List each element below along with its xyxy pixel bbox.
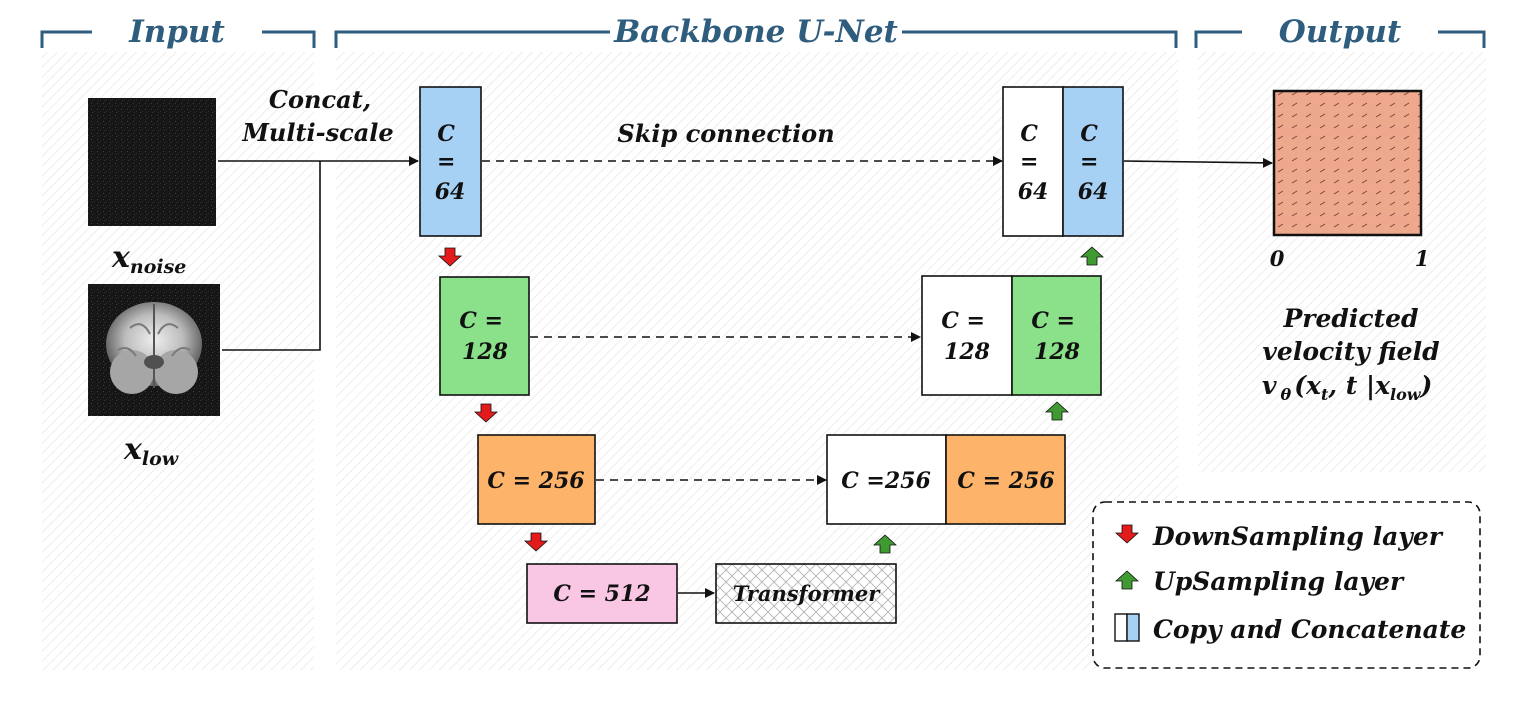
backbone-header-bracket — [334, 30, 1178, 48]
svg-text:C = 256: C = 256 — [487, 468, 584, 494]
legend-concat-icon — [1114, 613, 1140, 642]
legend-up-arrow-icon — [1114, 570, 1140, 590]
velocity-axis-max: 1 — [1415, 246, 1430, 271]
down-arrow-icon — [523, 532, 549, 552]
encoder-block-256: C = 256 — [477, 434, 596, 525]
transformer-block: Transformer — [715, 563, 897, 624]
svg-text:C =256: C =256 — [841, 468, 931, 494]
up-arrow-icon — [1079, 246, 1105, 266]
low-res-mri-image — [88, 284, 220, 416]
legend-down-label: DownSampling layer — [1152, 522, 1444, 551]
output-section-title: Output — [1279, 14, 1402, 50]
decoder-to-output-arrow — [1123, 157, 1273, 168]
noise-image — [88, 98, 216, 226]
down-arrow-icon — [473, 403, 499, 423]
backbone-section-title: Backbone U-Net — [613, 14, 898, 50]
down-arrow-icon — [437, 247, 463, 267]
encoder-block-128: C = 128 — [439, 276, 530, 396]
output-caption-line2: velocity field — [1262, 337, 1439, 366]
svg-text:C = 64: C = 64 — [1018, 121, 1049, 205]
up-arrow-icon — [1044, 401, 1070, 421]
output-header-bracket — [1194, 30, 1486, 48]
concat-label-line2: Multi-scale — [241, 118, 393, 147]
svg-text:C = 128: C = 128 — [941, 308, 992, 365]
input-header-bracket — [40, 30, 316, 48]
up-arrow-icon — [872, 534, 898, 554]
svg-text:C = 512: C = 512 — [553, 581, 650, 607]
decoder-block-256: C =256 C = 256 — [826, 434, 1066, 525]
velocity-axis-min: 0 — [1270, 246, 1285, 271]
legend-up-label: UpSampling layer — [1153, 567, 1405, 596]
bottleneck-block-512: C = 512 — [526, 563, 678, 624]
input-section-title: Input — [128, 14, 225, 50]
decoder-block-128: C = 128 C = 128 — [921, 275, 1102, 396]
svg-text:C = 256: C = 256 — [957, 468, 1054, 494]
legend-down-arrow-icon — [1114, 524, 1140, 544]
x-low-label: xlow — [123, 432, 179, 470]
output-caption-line1: Predicted — [1282, 304, 1418, 333]
x-noise-label: xnoise — [111, 240, 186, 278]
svg-text:C = 64: C = 64 — [1078, 121, 1109, 205]
velocity-field-image — [1272, 89, 1423, 237]
svg-text:C = 128: C = 128 — [459, 308, 510, 365]
svg-text:C = 64: C = 64 — [435, 121, 466, 205]
concat-label-line1: Concat, — [269, 85, 371, 114]
decoder-block-64: C = 64 C = 64 — [1002, 86, 1124, 237]
legend-concat-label: Copy and Concatenate — [1153, 615, 1466, 644]
legend-box — [1092, 501, 1481, 669]
svg-text:C = 128: C = 128 — [1031, 308, 1082, 365]
skip-connection-label: Skip connection — [617, 119, 834, 148]
svg-text:Transformer: Transformer — [733, 581, 882, 606]
low-to-encoder-line — [222, 161, 321, 351]
encoder-block-64: C = 64 — [419, 86, 482, 237]
